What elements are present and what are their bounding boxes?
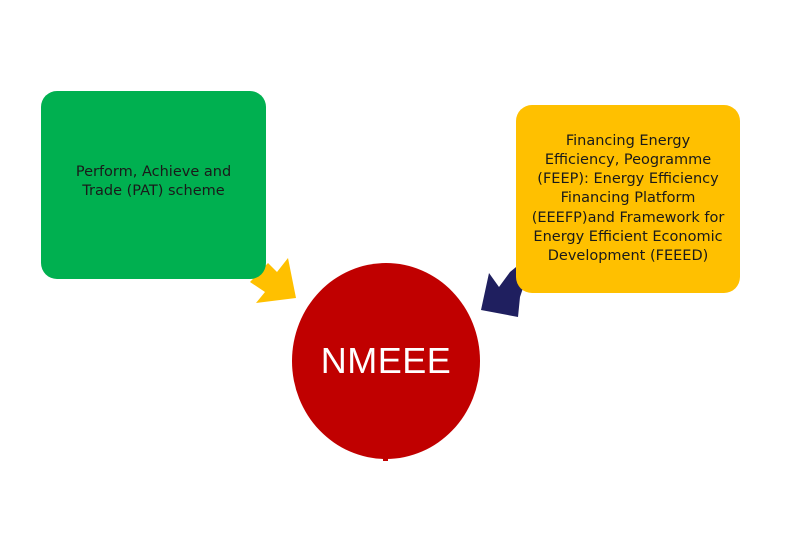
pat-scheme-label: Perform, Achieve and Trade (PAT) scheme — [75, 164, 232, 199]
feep-label: Financing Energy Efficiency, Peogramme (… — [531, 132, 725, 264]
circle-tick-mark — [383, 456, 388, 461]
nmeee-circle: NMEEE — [292, 263, 480, 459]
arrow-left-to-center — [250, 258, 296, 303]
nmeee-label: NMEEE — [320, 340, 452, 381]
pat-scheme-box: Perform, Achieve and Trade (PAT) scheme — [41, 91, 266, 279]
feep-box: Financing Energy Efficiency, Peogramme (… — [516, 105, 740, 293]
